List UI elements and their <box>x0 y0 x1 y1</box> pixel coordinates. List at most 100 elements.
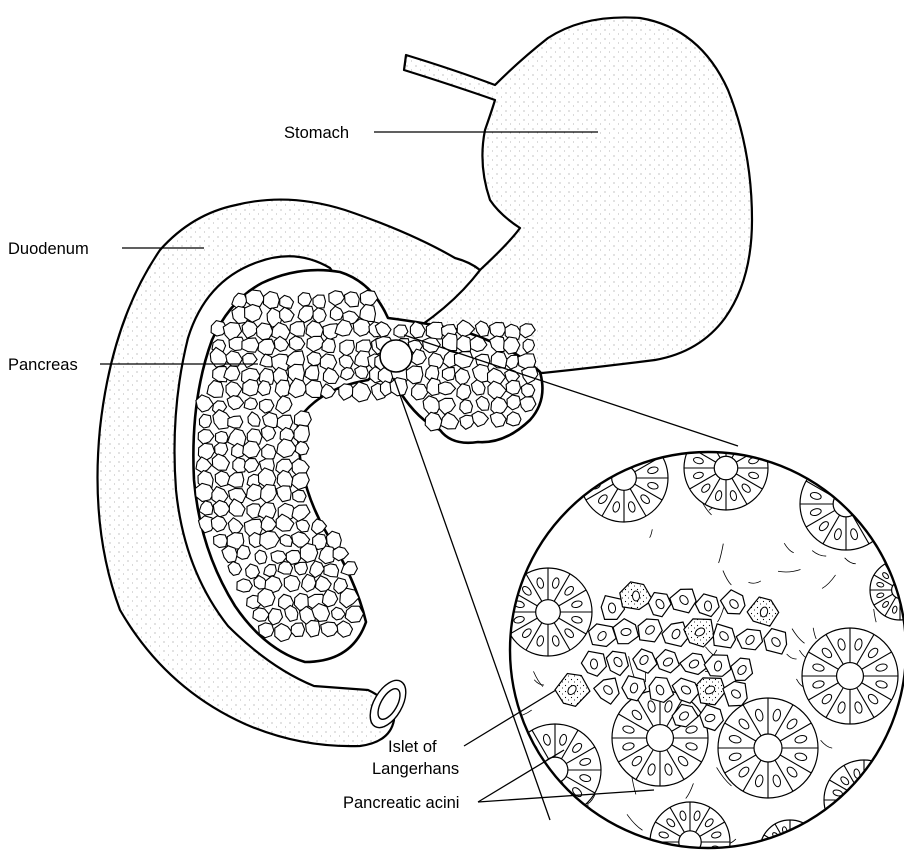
acinar-cell-wall <box>874 806 899 820</box>
pancreas-lobule <box>293 490 307 502</box>
connective-fiber <box>542 812 551 832</box>
connective-fiber <box>872 835 894 844</box>
pancreas-lobule <box>522 384 535 398</box>
acinus-lumen <box>679 831 701 853</box>
pancreas-group <box>193 270 542 662</box>
pancreas-lobule <box>280 535 292 547</box>
pancreas-lobule <box>242 338 259 352</box>
acinar-nucleus <box>885 803 896 811</box>
label-pancreas: Pancreas <box>8 356 78 374</box>
acinar-nucleus <box>589 466 601 475</box>
pancreatic-acinus <box>509 724 601 816</box>
label-islet-line1: Islet of <box>388 738 437 756</box>
acinar-cell-wall <box>586 456 613 472</box>
leader-acini-1 <box>478 750 564 802</box>
acinar-nucleus <box>867 821 875 832</box>
acinar-nucleus <box>597 451 609 463</box>
pancreas-lobule <box>320 354 336 370</box>
pancreas-lobule <box>460 400 473 414</box>
pancreas-lobule <box>243 379 260 396</box>
acinar-nucleus <box>870 491 882 500</box>
acinar-nucleus <box>878 775 889 786</box>
acinar-cell-wall <box>844 810 858 835</box>
acinar-cell-wall <box>829 806 854 820</box>
pancreas-lobule <box>228 416 243 428</box>
acinar-nucleus <box>885 789 896 797</box>
acinar-nucleus <box>741 442 752 453</box>
pancreas-lobule <box>295 441 308 455</box>
acinus-lumen <box>833 491 859 517</box>
acinus-lumen <box>837 663 864 690</box>
acinar-nucleus <box>892 566 898 574</box>
pancreatic-acinus <box>718 698 818 798</box>
connective-fiber <box>846 485 867 495</box>
acinus-lumen <box>714 456 738 480</box>
connective-fiber <box>535 513 545 519</box>
acinar-nucleus <box>627 443 636 455</box>
pancreas-lobule <box>262 444 276 460</box>
pancreas-lobule <box>214 534 228 547</box>
acinus-lumen <box>782 842 799 855</box>
pancreatic-acinus <box>580 434 668 522</box>
pancreas-lobule <box>333 547 348 561</box>
islet-cell-nucleus <box>590 659 598 670</box>
acinar-nucleus <box>542 794 551 806</box>
acinar-cell-wall <box>870 810 884 835</box>
acinar-nucleus <box>519 774 531 783</box>
connective-fiber <box>870 510 879 527</box>
pancreatic-acinus <box>504 568 592 656</box>
pancreas-lobule <box>290 322 305 337</box>
acinar-nucleus <box>766 842 774 848</box>
pancreas-lobule <box>258 588 275 607</box>
acinar-cell-wall <box>797 835 816 846</box>
pancreas-lobule <box>352 382 371 402</box>
islet-cell-nucleus <box>632 591 639 601</box>
label-pancreatic-acini: Pancreatic acini <box>343 794 459 812</box>
acinar-cell-wall <box>655 848 680 855</box>
pancreas-lobule <box>324 564 339 577</box>
pancreas-lobule <box>506 380 520 394</box>
magnified-tissue-view <box>504 426 904 855</box>
pancreas-lobule <box>345 606 363 622</box>
acinar-nucleus <box>878 814 889 825</box>
pancreatic-acinus <box>800 458 892 550</box>
acinar-cell-wall <box>823 464 840 493</box>
acinar-nucleus <box>833 468 842 480</box>
pancreas-lobule <box>454 352 473 369</box>
pancreas-lobule <box>291 623 305 637</box>
acinar-nucleus <box>527 786 539 798</box>
pancreas-lobule <box>457 335 472 351</box>
acinar-nucleus <box>867 768 875 779</box>
pancreas-lobule <box>298 293 311 307</box>
pancreas-lobule <box>442 368 455 381</box>
pancreas-lobule <box>263 292 279 309</box>
pancreas-lobule <box>313 295 326 308</box>
pancreas-lobule <box>300 543 317 562</box>
acinus-lumen <box>647 725 674 752</box>
label-duodenum: Duodenum <box>8 240 89 258</box>
acinar-cell-wall <box>857 481 886 498</box>
pancreas-lobule <box>313 308 326 324</box>
acinar-cell-wall <box>602 440 618 467</box>
label-stomach: Stomach <box>284 124 349 142</box>
label-islet-line2: Langerhans <box>372 760 459 778</box>
pancreatic-acinus <box>802 628 898 724</box>
acinar-nucleus <box>850 468 859 480</box>
acinar-nucleus <box>612 443 621 455</box>
acinar-cell-wall <box>874 780 899 794</box>
acinar-nucleus <box>800 832 808 840</box>
pancreas-lobule <box>199 414 211 428</box>
acinar-cell-wall <box>852 464 869 493</box>
connective-fiber <box>877 525 888 533</box>
acinar-nucleus <box>839 814 850 825</box>
acinar-nucleus <box>870 508 882 517</box>
acinus-lumen <box>754 734 782 762</box>
pancreas-magnified-spot <box>380 340 412 372</box>
pancreatic-acinus <box>612 690 708 786</box>
connective-fiber <box>822 480 837 482</box>
acinar-nucleus <box>806 842 814 848</box>
acinus-lumen <box>612 466 637 491</box>
acinus-lumen <box>853 789 875 811</box>
acinar-cell-wall <box>870 765 884 790</box>
